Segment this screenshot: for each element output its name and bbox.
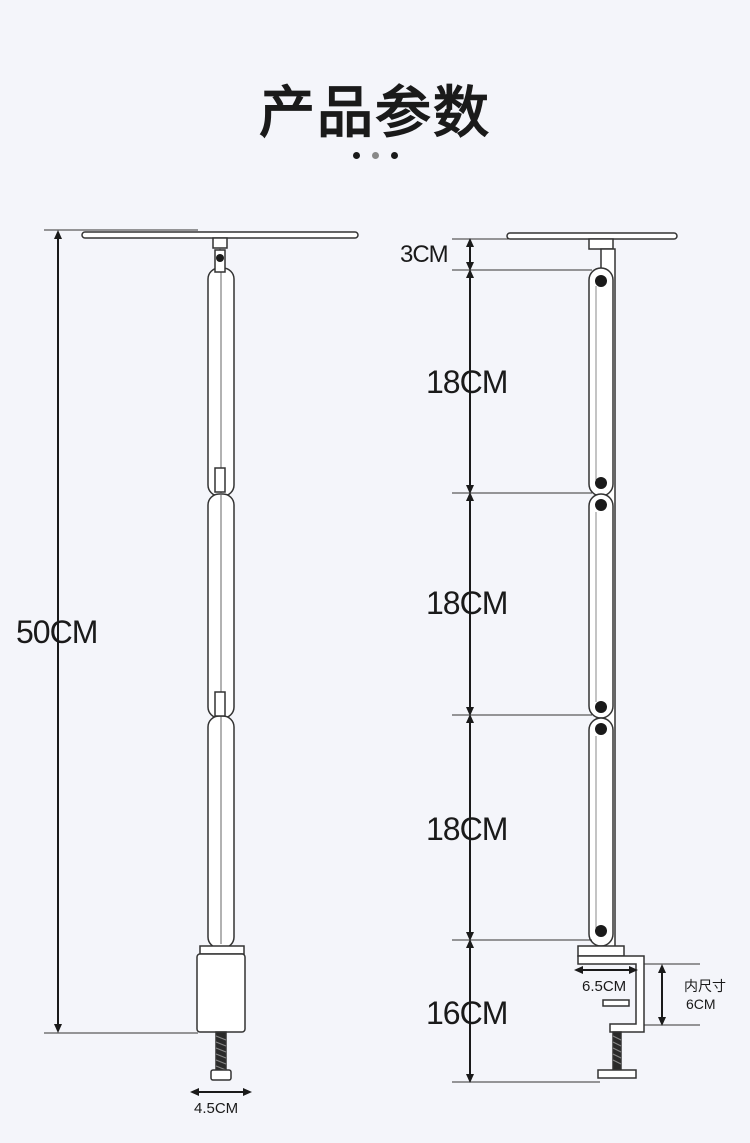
- base-height-label: 16CM: [426, 995, 508, 1031]
- pivot-bolt: [595, 701, 607, 713]
- clamp-body: [196, 953, 246, 1033]
- top-cap: [588, 238, 614, 250]
- left-view: [44, 229, 359, 1096]
- divider-dot: [371, 152, 379, 159]
- base-collar: [577, 945, 625, 957]
- total-height-label: 50CM: [16, 614, 98, 650]
- top-offset-label: 3CM: [400, 241, 449, 268]
- top-cap: [212, 237, 228, 249]
- pivot-bolt: [595, 723, 607, 735]
- base-collar: [199, 945, 245, 955]
- clamp-inner-label: 内尺寸: [684, 978, 726, 994]
- divider-dot: [352, 152, 360, 159]
- tray-plate: [506, 232, 678, 240]
- pivot-bolt: [595, 925, 607, 937]
- c-clamp: [577, 955, 645, 1033]
- page-title: 产品参数: [259, 81, 491, 146]
- pivot-bolt: [595, 477, 607, 489]
- clamp-inner-value: 6CM: [686, 996, 716, 1012]
- arm-segment: [588, 267, 614, 497]
- tray-plate: [81, 231, 359, 239]
- arm-segment-label: 18CM: [426, 811, 508, 847]
- screw-knob: [210, 1069, 232, 1081]
- arm-segment-label: 18CM: [426, 585, 508, 621]
- pivot-bolt: [216, 254, 224, 262]
- clamp-depth-label: 6.5CM: [582, 978, 627, 995]
- arm-segment: [588, 493, 614, 719]
- pivot-bolt: [595, 499, 607, 511]
- arm-segment-label: 18CM: [426, 364, 508, 400]
- screw-knob: [597, 1069, 637, 1079]
- arm-segment: [588, 717, 614, 947]
- pivot-bolt: [595, 275, 607, 287]
- title-divider-dots: [0, 152, 750, 159]
- right-view: [452, 232, 700, 1083]
- clamp-width-label: 4.5CM: [194, 1100, 239, 1117]
- divider-dot: [390, 152, 398, 159]
